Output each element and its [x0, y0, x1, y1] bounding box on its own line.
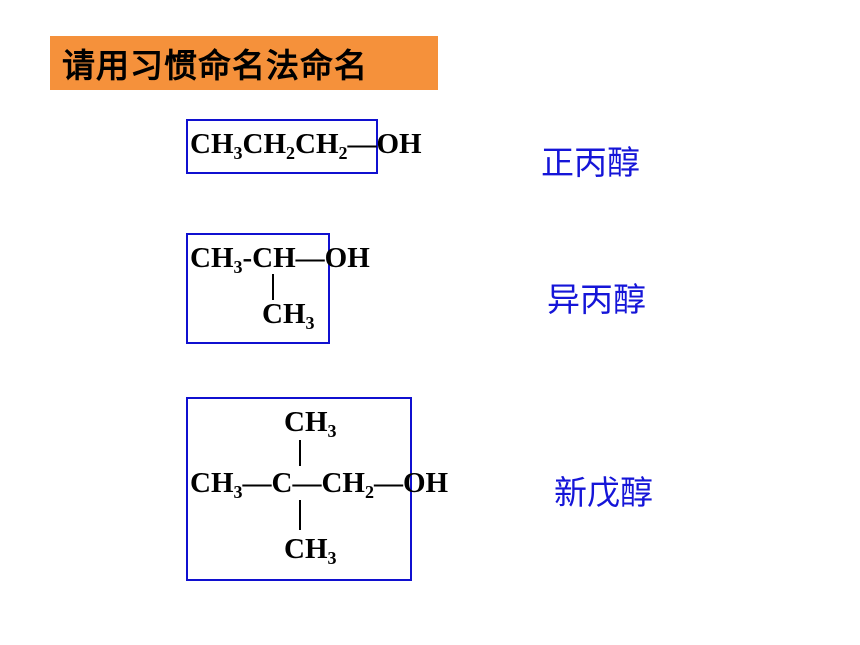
formula-box-1 — [186, 119, 378, 174]
answer-2: 异丙醇 — [547, 280, 646, 319]
formula-3-top: CH3 — [284, 406, 337, 441]
formula-box-2 — [186, 233, 330, 344]
bond-3-lower — [299, 500, 301, 530]
bond-3-upper — [299, 440, 301, 466]
formula-subscript: 3 — [305, 313, 315, 333]
formula-3-main: CH3—C—CH2—OH — [190, 467, 449, 502]
formula-subscript: 3 — [233, 257, 243, 277]
formula-subscript: 2 — [364, 482, 374, 502]
formula-text: CH — [284, 533, 328, 565]
formula-text: —C—CH — [242, 467, 365, 499]
formula-text: CH — [190, 467, 234, 499]
formula-text: CH — [190, 128, 234, 160]
formula-text: CH — [242, 128, 287, 160]
answer-3: 新戊醇 — [554, 473, 653, 512]
formula-text: CH — [190, 242, 234, 274]
formula-subscript: 2 — [286, 143, 295, 163]
formula-3-bottom: CH3 — [284, 533, 337, 568]
formula-subscript: 2 — [338, 143, 348, 163]
formula-text: CH — [284, 406, 328, 438]
formula-subscript: 3 — [327, 548, 337, 568]
formula-subscript: 3 — [327, 421, 337, 441]
formula-box-3 — [186, 397, 412, 581]
formula-text: —OH — [347, 128, 422, 160]
formula-text: CH — [295, 128, 339, 160]
formula-text: CH — [262, 298, 306, 330]
title-banner: 请用习惯命名法命名 — [50, 36, 438, 90]
formula-subscript: 3 — [233, 143, 243, 163]
bond-2-vertical — [272, 274, 274, 300]
formula-text: -CH—OH — [242, 242, 370, 274]
slide-title: 请用习惯命名法命名 — [62, 46, 368, 85]
formula-2-main: CH3-CH—OH — [190, 242, 370, 277]
formula-subscript: 3 — [233, 482, 243, 502]
formula-1: CH3CH2CH2—OH — [190, 128, 422, 163]
answer-1: 正丙醇 — [541, 143, 640, 182]
formula-text: —OH — [373, 467, 449, 499]
formula-2-branch: CH3 — [262, 298, 315, 333]
